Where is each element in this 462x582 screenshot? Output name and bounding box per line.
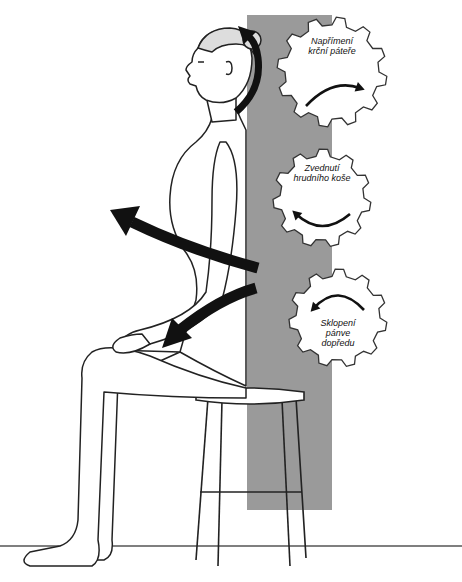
- stool: [196, 388, 306, 566]
- gear-outline: [276, 16, 388, 128]
- gear-node: Zvednutí hrudního koše: [272, 148, 372, 248]
- gear-label: Napřímení krční páteře: [300, 36, 364, 56]
- rotation-arrowhead: [355, 82, 365, 92]
- gear-label: Zvednutí hrudního koše: [292, 163, 352, 183]
- rotation-arrowhead: [311, 302, 321, 312]
- gear-node: Napřímení krční páteře: [276, 16, 388, 128]
- rotation-arrow: [306, 85, 360, 106]
- motion-arrows: [110, 26, 259, 348]
- rotation-arrowhead: [292, 211, 302, 221]
- rotation-arrow: [296, 214, 350, 226]
- woman-figure: [24, 28, 261, 566]
- gear-node: Sklopení pánve dopředu: [288, 268, 388, 368]
- gear-label: Sklopení pánve dopředu: [310, 318, 366, 348]
- rotation-arrow: [314, 295, 364, 310]
